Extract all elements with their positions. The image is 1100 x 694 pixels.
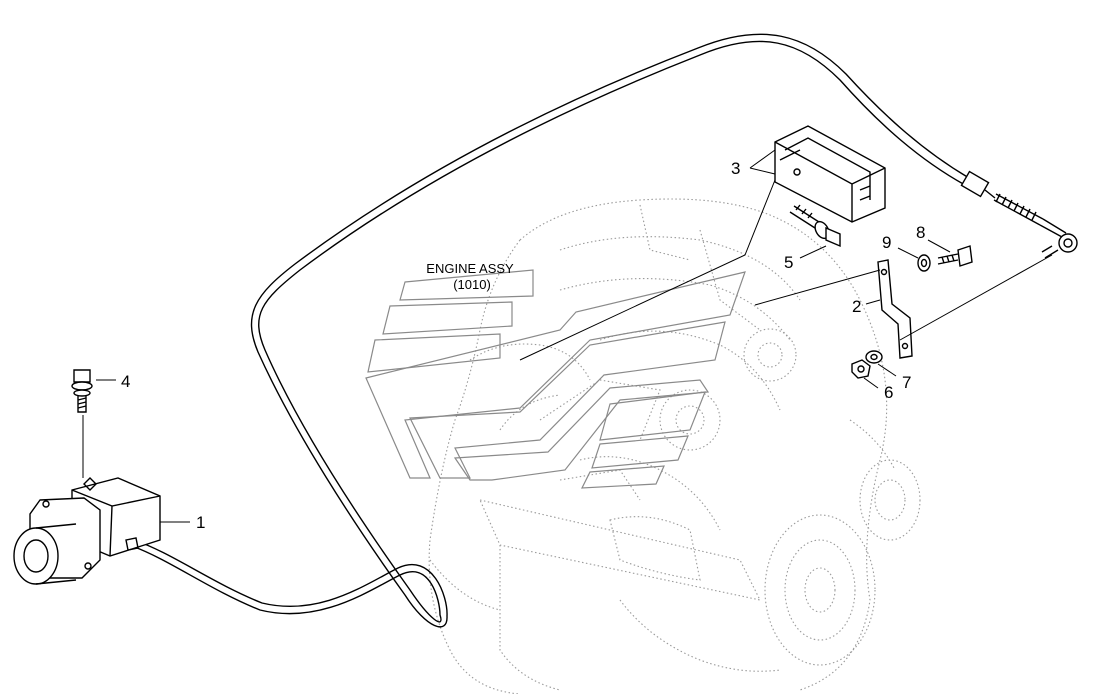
part-2-plate: [877, 259, 913, 359]
part-1-actuator: [13, 477, 161, 585]
part-7-washer: [865, 350, 883, 364]
engine-assy-label: ENGINE ASSY: [426, 261, 514, 276]
part-9-washer: [917, 254, 931, 272]
callout-7: 7: [902, 373, 911, 392]
part-6-nut: [851, 359, 871, 379]
part-8-bolt: [937, 245, 973, 267]
part-5-bolt: [789, 204, 841, 248]
control-cable: [131, 33, 1078, 628]
engine-assy-symbol: [365, 269, 746, 489]
callout-5: 5: [784, 253, 793, 272]
callout-6: 6: [884, 383, 893, 402]
callout-3: 3: [731, 159, 740, 178]
engine-assy-code: (1010): [453, 277, 491, 292]
callout-4: 4: [121, 372, 130, 391]
callout-1: 1: [196, 513, 205, 532]
callout-2: 2: [852, 297, 861, 316]
leader-lines: [82, 149, 1053, 523]
callout-9: 9: [882, 233, 891, 252]
cable-thread: [993, 193, 1044, 226]
part-4-bolt: [71, 369, 93, 413]
part-3-bracket: [774, 125, 886, 223]
callout-8: 8: [916, 223, 925, 242]
